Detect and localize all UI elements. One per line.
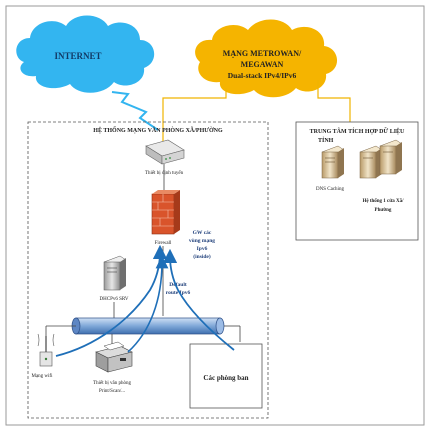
default-route-label-2: route Ipv6 <box>166 290 191 296</box>
metrowan-cloud: MẠNG METROWAN/ MEGAWAN Dual-stack IPv4/I… <box>195 19 338 98</box>
system-label-2: Phường <box>375 208 392 213</box>
router-icon <box>145 139 185 165</box>
internet-label: INTERNET <box>54 51 101 61</box>
dhcp-label: DHCPv6 SRV <box>100 297 129 302</box>
printer-label-1: Thiết bị văn phòng <box>93 381 131 386</box>
gw-label-1: GW các <box>193 230 212 236</box>
data-center-box: TRUNG TÂM TÍCH HỢP DỮ LIỆU TỈNH DNS Cach… <box>295 121 419 241</box>
outer-frame <box>5 5 425 426</box>
gw-label-4: (inside) <box>193 253 211 260</box>
printer-label-2: Print/Scan/... <box>99 389 125 394</box>
wifi-label: Mạng wifi <box>32 374 54 379</box>
printer-icon <box>95 341 133 373</box>
gw-label-2: vùng mạng <box>189 238 215 244</box>
departments-label: Các phòng ban <box>203 374 248 382</box>
metro-label-3: Dual-stack IPv4/IPv6 <box>228 71 297 80</box>
metro-datacenter-link <box>317 80 351 122</box>
one-stop-system-servers-icon <box>359 139 403 179</box>
office-network-title: HỆ THỐNG MẠNG VĂN PHÒNG XÃ/PHƯỜNG <box>93 126 223 134</box>
dns-server-icon <box>321 145 345 179</box>
default-route-label-1: Default <box>169 282 187 288</box>
system-label-1: Hệ thống 1 cửa Xã/ <box>362 199 404 204</box>
data-center-title-1: TRUNG TÂM TÍCH HỢP DỮ LIỆU <box>310 127 405 135</box>
wifi-access-point-icon <box>37 333 55 367</box>
departments-box <box>189 343 263 409</box>
office-network-boundary <box>27 121 269 419</box>
dns-caching-label: DNS Caching <box>316 187 344 192</box>
metro-label-1: MẠNG METROWAN/ <box>223 49 302 58</box>
departments-gateway-arrow <box>162 248 235 351</box>
firewall-label: Firewall <box>155 241 172 246</box>
internet-cloud: INTERNET <box>16 15 155 93</box>
gw-label-3: Ipv6 <box>197 246 208 252</box>
firewall-icon <box>151 190 180 235</box>
metro-router-link <box>162 88 227 142</box>
lightning-link-icon <box>111 91 159 131</box>
data-center-title-2: TỈNH <box>318 136 334 144</box>
printer-gateway-arrow <box>127 255 169 353</box>
metro-label-2: MEGAWAN <box>241 60 284 69</box>
dhcp-server-icon <box>103 255 127 291</box>
